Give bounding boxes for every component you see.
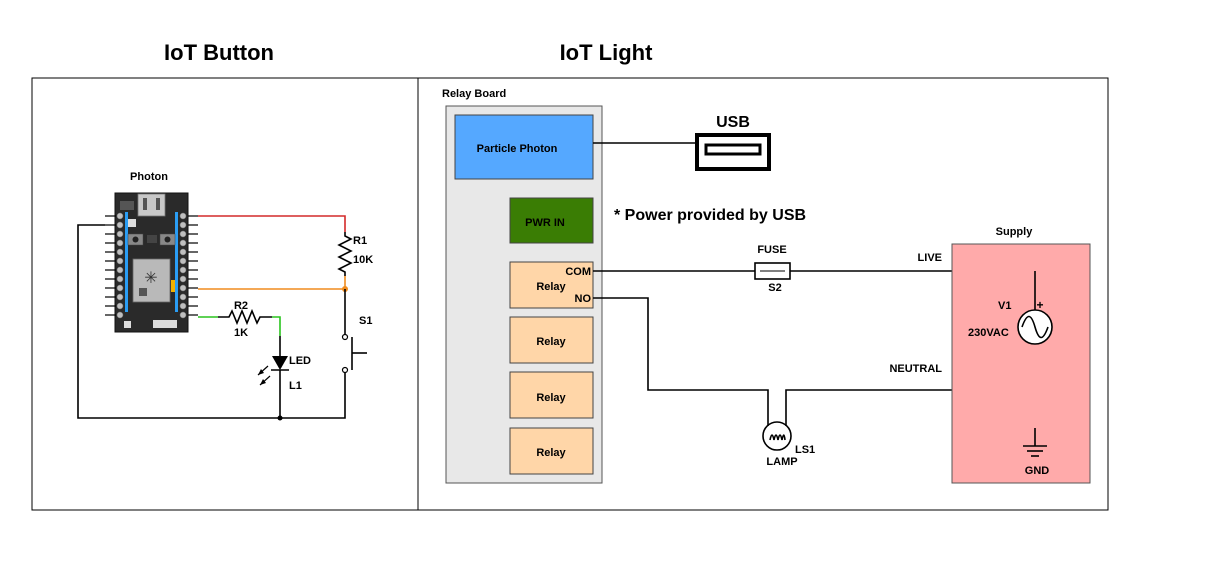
s1-switch	[341, 333, 367, 374]
svg-text:✳: ✳	[144, 270, 157, 287]
red-wire	[198, 215, 346, 232]
ground-loop-wire	[77, 224, 346, 419]
supply-label: Supply	[996, 226, 1034, 238]
r2-name: R2	[234, 300, 248, 312]
relay-label-4: Relay	[536, 447, 566, 459]
r1-value: 10K	[353, 254, 373, 266]
lamp-name: LS1	[795, 444, 815, 456]
com-label: COM	[565, 266, 591, 278]
live-label: LIVE	[918, 252, 942, 264]
sine-wave-icon	[1021, 315, 1049, 339]
relay-block-4	[509, 427, 594, 475]
iot-light-title: IoT Light	[560, 40, 654, 65]
photon-board: ✳	[105, 192, 198, 333]
relay-block-1	[509, 261, 594, 309]
iot-button-panel	[31, 77, 419, 511]
r1-name: R1	[353, 235, 367, 247]
s1-name: S1	[359, 315, 372, 327]
led-type: LED	[289, 355, 311, 367]
r1-resistor	[337, 232, 353, 276]
no-label: NO	[575, 293, 592, 305]
particle-photon-block	[454, 114, 594, 180]
fuse-name: S2	[768, 282, 781, 294]
lamp-ls1	[762, 421, 792, 451]
supply-name: V1	[998, 300, 1011, 312]
iot-light-panel	[417, 77, 1109, 511]
no-lamp-wire	[593, 297, 769, 422]
led-ground-junction	[277, 415, 283, 421]
supply-polarity: +	[1036, 298, 1043, 312]
pwr-in-label: PWR IN	[525, 217, 565, 229]
relay-block-2	[509, 316, 594, 364]
ground-icon	[1023, 428, 1047, 457]
photon-label: Photon	[130, 171, 168, 183]
lamp-label: LAMP	[766, 456, 797, 468]
iot-button-title: IoT Button	[164, 40, 274, 65]
relay-label-1: Relay	[536, 281, 566, 293]
relay-label-3: Relay	[536, 392, 566, 404]
particle-photon-label: Particle Photon	[477, 143, 558, 155]
relay-board-label: Relay Board	[442, 88, 506, 100]
r2-resistor	[218, 308, 272, 326]
usb-label: USB	[716, 114, 750, 131]
led-name: L1	[289, 380, 302, 392]
gnd-label: GND	[1025, 465, 1050, 477]
green-wire-right	[272, 316, 281, 336]
power-note: * Power provided by USB	[614, 207, 806, 224]
r2-value: 1K	[234, 327, 248, 339]
supply-block	[951, 243, 1091, 484]
neutral-label: NEUTRAL	[889, 363, 942, 375]
relay-label-2: Relay	[536, 336, 566, 348]
led-l1	[257, 336, 289, 418]
fuse-label: FUSE	[757, 244, 786, 256]
usb-port-icon	[695, 133, 771, 171]
pwr-in-block	[509, 197, 594, 244]
supply-value: 230VAC	[968, 327, 1009, 339]
relay-block-3	[509, 371, 594, 419]
